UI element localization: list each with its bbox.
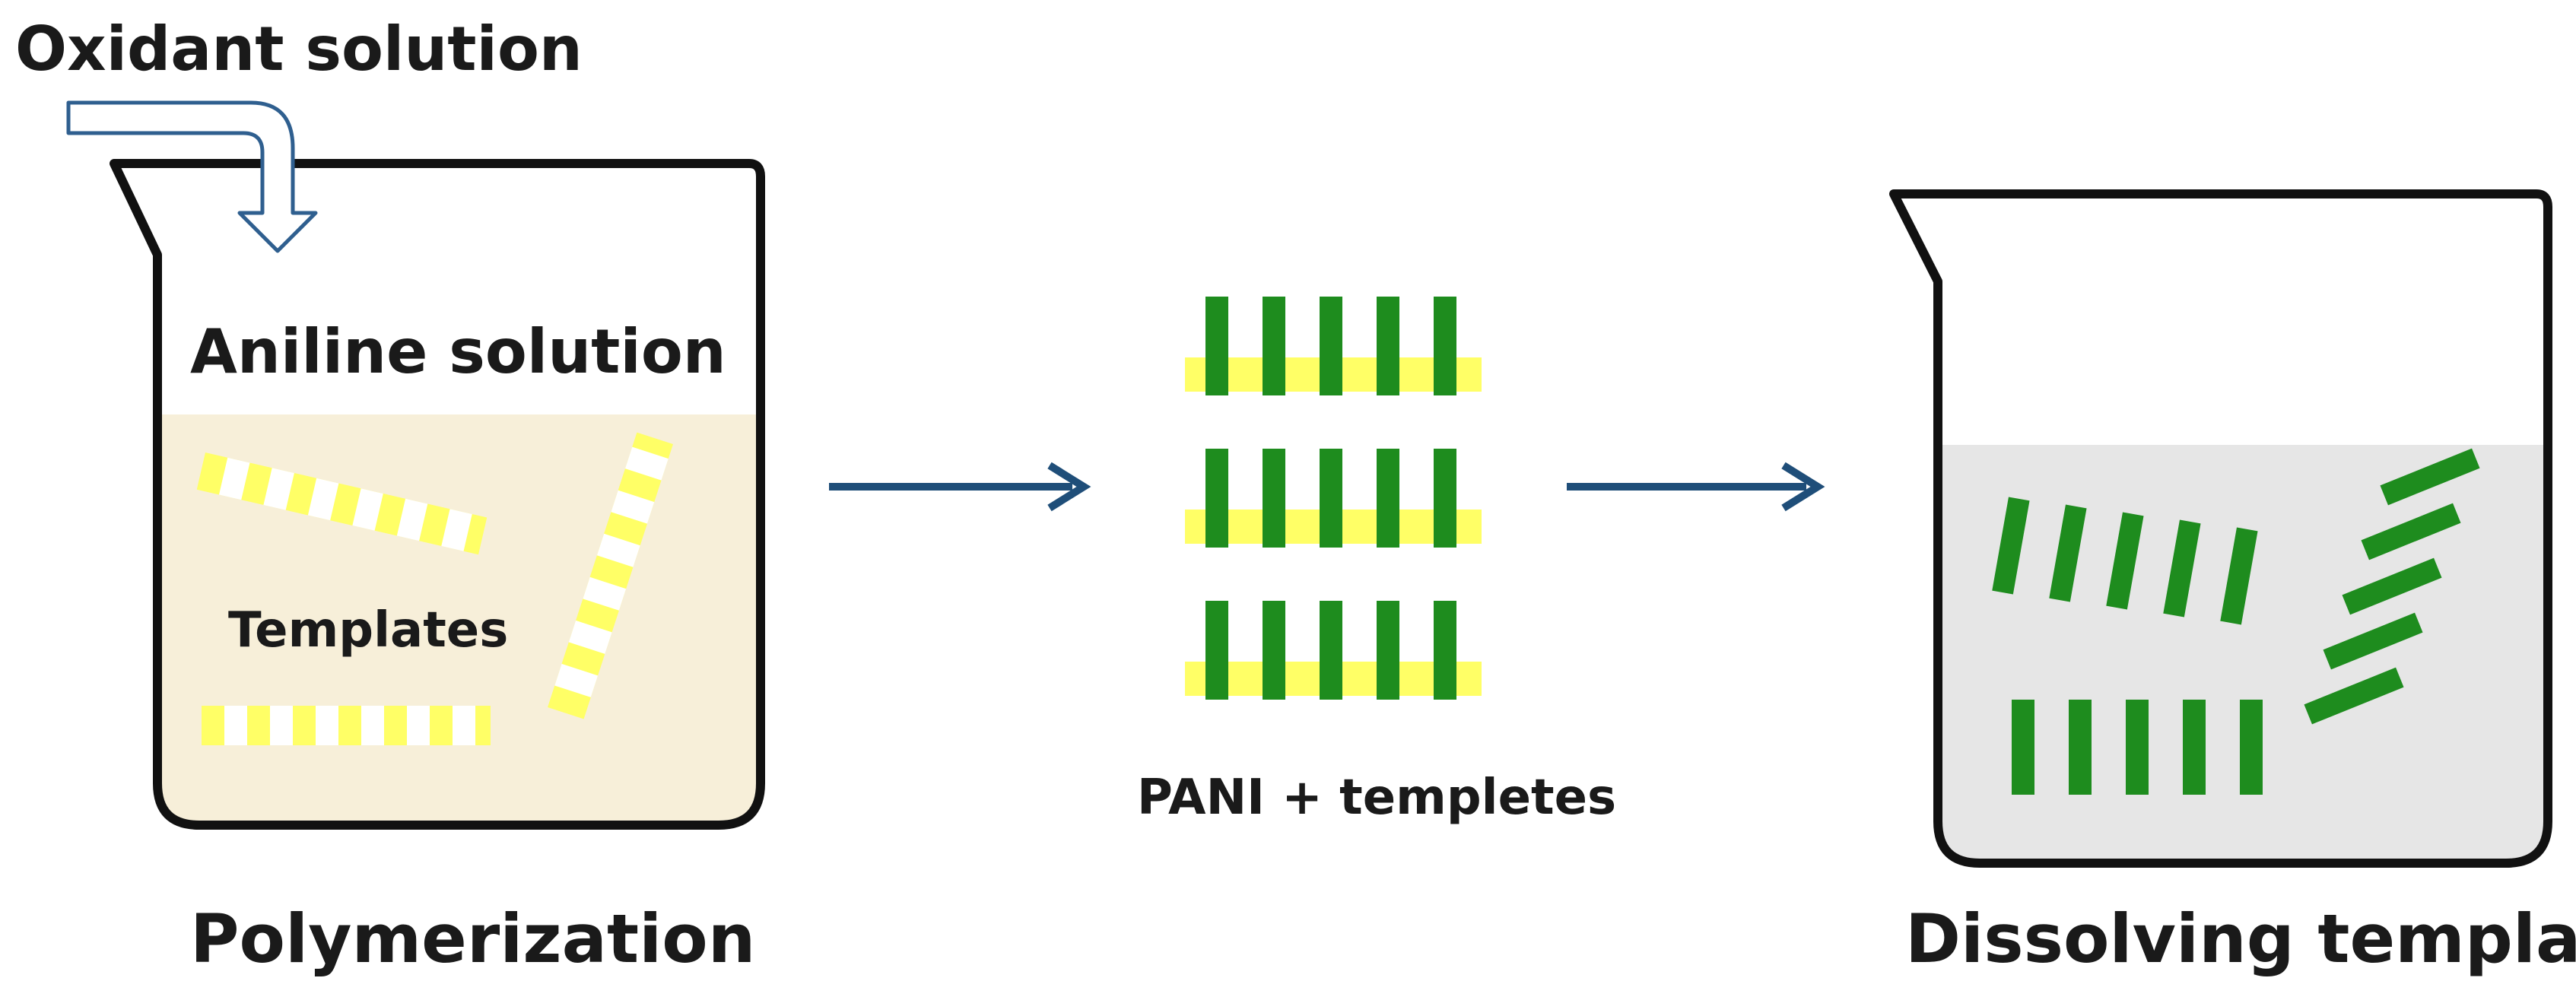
- aniline-solution-label: Aniline solution: [190, 316, 726, 387]
- pani-template-row: [1185, 601, 1482, 700]
- template-rod: [548, 432, 673, 719]
- template-rod: [202, 706, 491, 745]
- pour-arrow-icon: [66, 100, 318, 253]
- polymerization-label: Polymerization: [190, 900, 755, 978]
- beaker-outline: [1889, 189, 2552, 868]
- pani-template-row: [1185, 297, 1482, 395]
- oxidant-solution-label: Oxidant solution: [15, 14, 583, 84]
- pani-rod-cluster: [1992, 497, 2258, 625]
- templates-label: Templates: [228, 602, 508, 659]
- pani-template-stack: [1185, 297, 1482, 700]
- template-rod: [196, 452, 488, 555]
- beaker-outline: [110, 159, 765, 830]
- pani-rod-cluster: [2012, 700, 2263, 795]
- dissolving-beaker: [1889, 189, 2552, 868]
- pani-template-row: [1185, 449, 1482, 548]
- process-arrow-icon: [1567, 462, 1825, 512]
- dissolving-template-label: Dissolving template: [1905, 900, 2576, 978]
- dissolve-liquid: [1938, 445, 2548, 863]
- process-arrow-icon: [829, 462, 1091, 512]
- pani-rod-cluster: [2304, 448, 2480, 725]
- pani-templetes-label: PANI + templetes: [1137, 770, 1616, 826]
